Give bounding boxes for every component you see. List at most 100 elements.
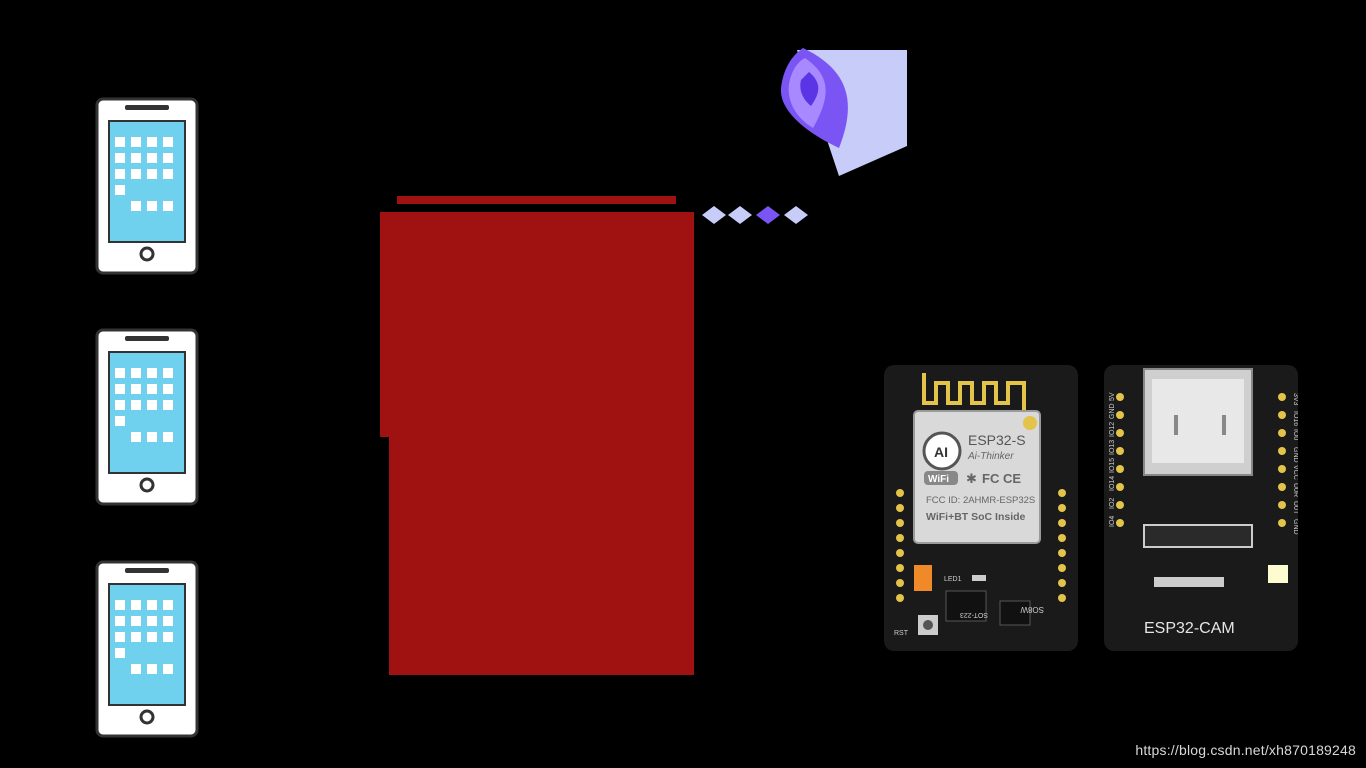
app-icon bbox=[115, 648, 125, 658]
app-icon bbox=[163, 201, 173, 211]
app-icon bbox=[131, 432, 141, 442]
phone-client-2 bbox=[95, 328, 199, 506]
app-icon bbox=[131, 137, 141, 147]
pin-pad bbox=[1278, 411, 1286, 419]
pin-hole bbox=[896, 489, 904, 497]
app-icon bbox=[115, 616, 125, 626]
pin-label: GND bbox=[1292, 519, 1298, 535]
pin-hole bbox=[896, 504, 904, 512]
right-pin-header bbox=[1058, 489, 1066, 602]
pin-pad bbox=[1116, 519, 1124, 527]
pin-pad bbox=[1116, 501, 1124, 509]
pin-pad bbox=[1278, 465, 1286, 473]
app-icon bbox=[131, 153, 141, 163]
app-icon bbox=[115, 600, 125, 610]
pin-pad bbox=[1116, 447, 1124, 455]
app-icon bbox=[163, 632, 173, 642]
module-fcc-id: FCC ID: 2AHMR-ESP32S bbox=[926, 495, 1035, 506]
server-top-line bbox=[397, 196, 676, 204]
server-arrow-tick bbox=[680, 222, 690, 238]
pin-pad bbox=[1278, 501, 1286, 509]
phone-client-1 bbox=[95, 97, 199, 275]
right-pin-pads bbox=[1278, 393, 1286, 527]
pin-hole bbox=[896, 519, 904, 527]
app-icon bbox=[131, 368, 141, 378]
app-icon bbox=[131, 384, 141, 394]
pin-label: IO13 bbox=[1109, 440, 1116, 455]
app-icon bbox=[131, 201, 141, 211]
cam-board-title: ESP32-CAM bbox=[1144, 620, 1235, 637]
pin-label: IO4 bbox=[1109, 516, 1116, 527]
app-icon bbox=[115, 632, 125, 642]
app-icon bbox=[147, 169, 157, 179]
rst-label: RST bbox=[894, 630, 909, 637]
app-icon bbox=[131, 664, 141, 674]
app-icon bbox=[147, 432, 157, 442]
pin-hole bbox=[1058, 564, 1066, 572]
pin-hole bbox=[1058, 594, 1066, 602]
pin-hole bbox=[896, 594, 904, 602]
pin-label: GND bbox=[1292, 447, 1298, 463]
app-icon bbox=[163, 169, 173, 179]
pin-pad bbox=[1116, 483, 1124, 491]
app-icon bbox=[147, 664, 157, 674]
app-icon bbox=[131, 616, 141, 626]
app-icon bbox=[147, 600, 157, 610]
app-icon bbox=[147, 400, 157, 410]
phone-client-3 bbox=[95, 560, 199, 738]
fc-ce-mark: FC CE bbox=[982, 471, 1021, 486]
left-pin-header bbox=[896, 489, 904, 602]
pin-label: GND bbox=[1109, 403, 1116, 419]
app-icon bbox=[147, 137, 157, 147]
app-icon bbox=[163, 600, 173, 610]
module-desc: WiFi+BT SoC Inside bbox=[926, 511, 1026, 523]
pin-hole bbox=[896, 564, 904, 572]
pin-pad bbox=[1278, 447, 1286, 455]
pin-hole bbox=[896, 549, 904, 557]
pin-pad bbox=[1278, 393, 1286, 401]
pin-label: 3V3 bbox=[1292, 393, 1298, 406]
server-lower-block bbox=[389, 434, 694, 675]
watermark-url: https://blog.csdn.net/xh870189248 bbox=[1135, 742, 1356, 758]
pin-pad bbox=[1278, 483, 1286, 491]
pin-label: IO15 bbox=[1109, 458, 1116, 473]
module-model: ESP32-S bbox=[968, 432, 1026, 448]
brand-logo-icon bbox=[780, 48, 907, 176]
app-icon bbox=[131, 400, 141, 410]
pin-label: U0T bbox=[1292, 501, 1298, 515]
module-maker: Ai-Thinker bbox=[967, 451, 1014, 462]
pin-pad bbox=[1116, 393, 1124, 401]
pin-label: IO14 bbox=[1109, 476, 1116, 491]
network-link-icon bbox=[702, 206, 808, 224]
app-icon bbox=[147, 201, 157, 211]
pin-hole bbox=[1058, 534, 1066, 542]
app-icon bbox=[115, 185, 125, 195]
app-icon bbox=[115, 153, 125, 163]
app-icon bbox=[147, 153, 157, 163]
app-icon bbox=[163, 432, 173, 442]
pin-hole bbox=[1058, 549, 1066, 557]
bluetooth-icon: ✱ bbox=[966, 471, 977, 486]
pin-hole bbox=[1058, 519, 1066, 527]
server-upper-block bbox=[380, 212, 694, 437]
app-icon bbox=[115, 137, 125, 147]
chip-label-sot223: SOT-223 bbox=[960, 611, 988, 618]
pin-pad bbox=[1116, 465, 1124, 473]
pin-label: VCC bbox=[1292, 465, 1298, 480]
pin-label: IO2 bbox=[1109, 498, 1116, 509]
app-icon bbox=[163, 400, 173, 410]
app-icon bbox=[115, 169, 125, 179]
esp32-module-board: AI ESP32-S Ai-Thinker WiFi ✱ FC CE FCC I… bbox=[884, 365, 1078, 651]
ai-logo-icon bbox=[922, 431, 962, 471]
app-icon bbox=[163, 368, 173, 378]
pin-label: IO12 bbox=[1109, 422, 1116, 437]
app-icon bbox=[163, 153, 173, 163]
app-icon bbox=[163, 664, 173, 674]
server-block bbox=[380, 196, 694, 675]
pin-pad bbox=[1116, 411, 1124, 419]
pin-label: IO16 bbox=[1292, 411, 1298, 426]
pin-hole bbox=[896, 534, 904, 542]
